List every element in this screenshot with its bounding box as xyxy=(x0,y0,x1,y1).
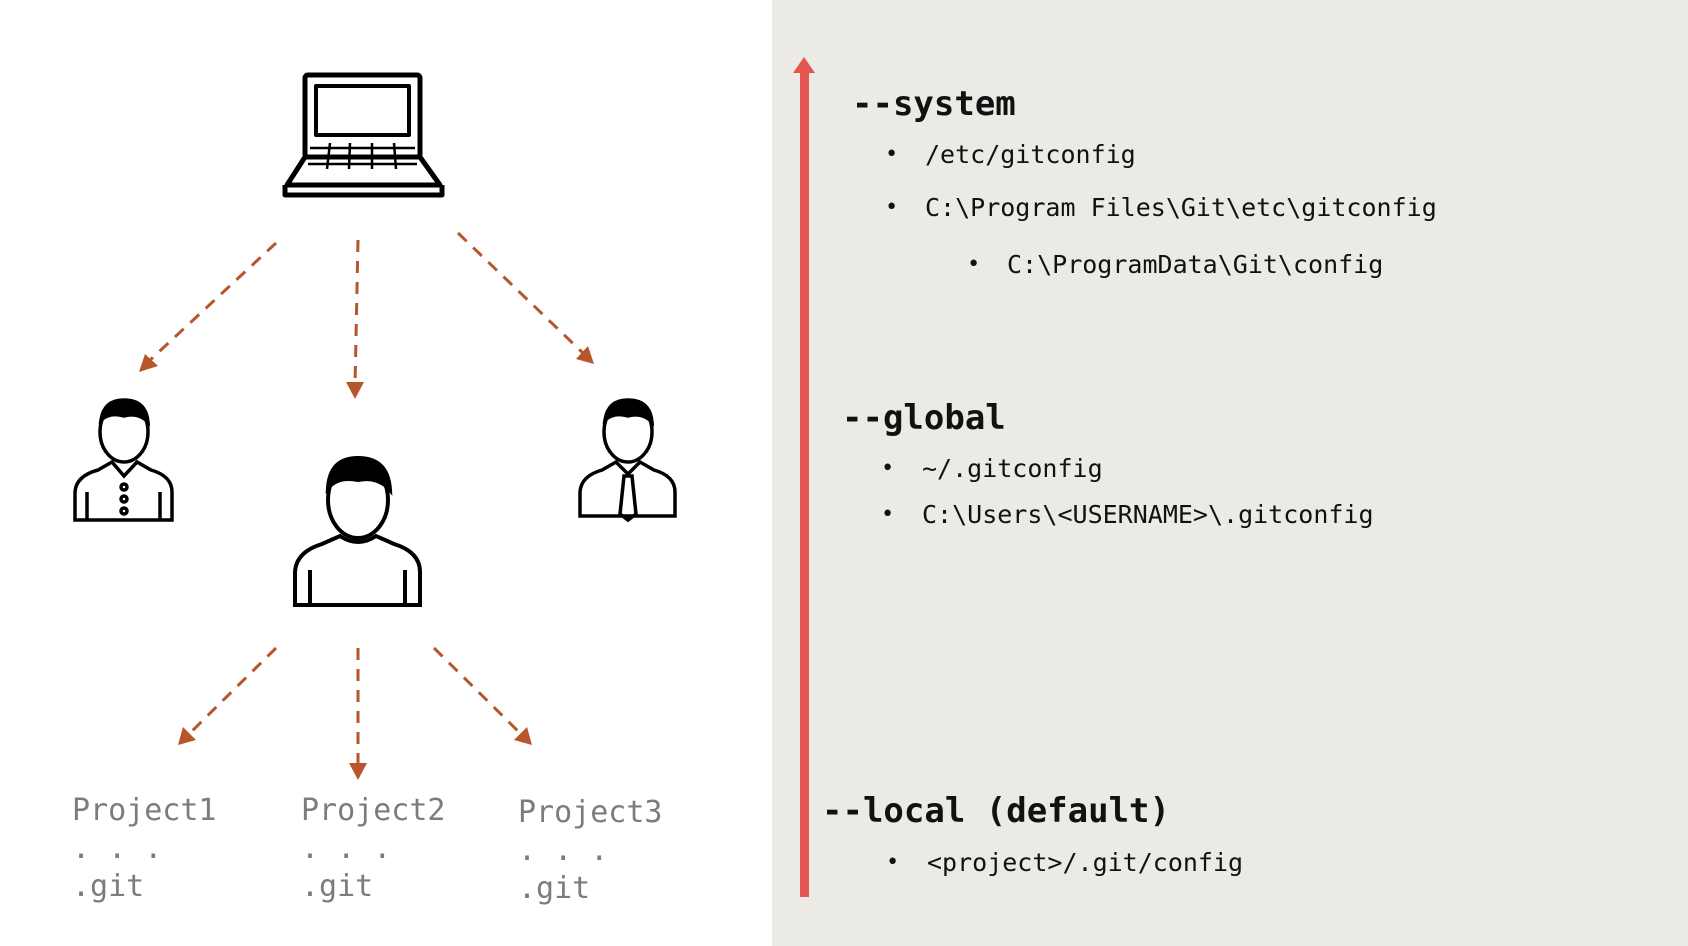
local-scope-title: --local (default) xyxy=(822,791,1170,831)
user-icon xyxy=(578,398,677,523)
bullet-icon: • xyxy=(881,456,895,481)
bullet-icon: • xyxy=(886,850,900,875)
bullet-icon: • xyxy=(885,142,899,167)
project-3: Project3 . . . .git xyxy=(518,794,663,908)
distribution-arrows xyxy=(139,231,594,399)
user-icon xyxy=(293,455,422,607)
system-path-2: C:\Program Files\Git\etc\gitconfig xyxy=(925,193,1437,222)
project-1: Project1 . . . .git xyxy=(72,792,217,906)
project-ellipsis: . . . xyxy=(301,831,392,866)
diagram-canvas xyxy=(73,72,677,780)
config-scope-panel xyxy=(772,0,1688,946)
bullet-icon: • xyxy=(967,252,981,277)
arrow-up-icon xyxy=(793,57,815,73)
system-path-1: /etc/gitconfig xyxy=(925,140,1136,169)
project-2: Project2 . . . .git xyxy=(301,792,446,906)
system-path-3: C:\ProgramData\Git\config xyxy=(1007,250,1384,279)
global-path-2: C:\Users\<USERNAME>\.gitconfig xyxy=(922,500,1374,529)
user-icon xyxy=(73,398,174,522)
local-path-1: <project>/.git/config xyxy=(927,848,1244,877)
bullet-icon: • xyxy=(885,195,899,220)
project-ellipsis: . . . xyxy=(518,833,609,868)
project-git-folder: .git xyxy=(72,869,145,904)
laptop-icon xyxy=(282,72,445,198)
global-scope-title: --global xyxy=(842,398,1006,438)
system-scope-title: --system xyxy=(852,84,1016,124)
project-name: Project1 xyxy=(72,793,217,828)
bullet-icon: • xyxy=(881,502,895,527)
hierarchy-diagram: Project1 . . . .git Project2 . . . .git … xyxy=(0,0,772,946)
project-name: Project2 xyxy=(301,793,446,828)
global-path-1: ~/.gitconfig xyxy=(922,454,1103,483)
project-arrows xyxy=(178,646,532,780)
scope-precedence-bar xyxy=(800,68,809,897)
project-git-folder: .git xyxy=(518,871,591,906)
project-ellipsis: . . . xyxy=(72,831,163,866)
project-name: Project3 xyxy=(518,795,663,830)
project-git-folder: .git xyxy=(301,869,374,904)
